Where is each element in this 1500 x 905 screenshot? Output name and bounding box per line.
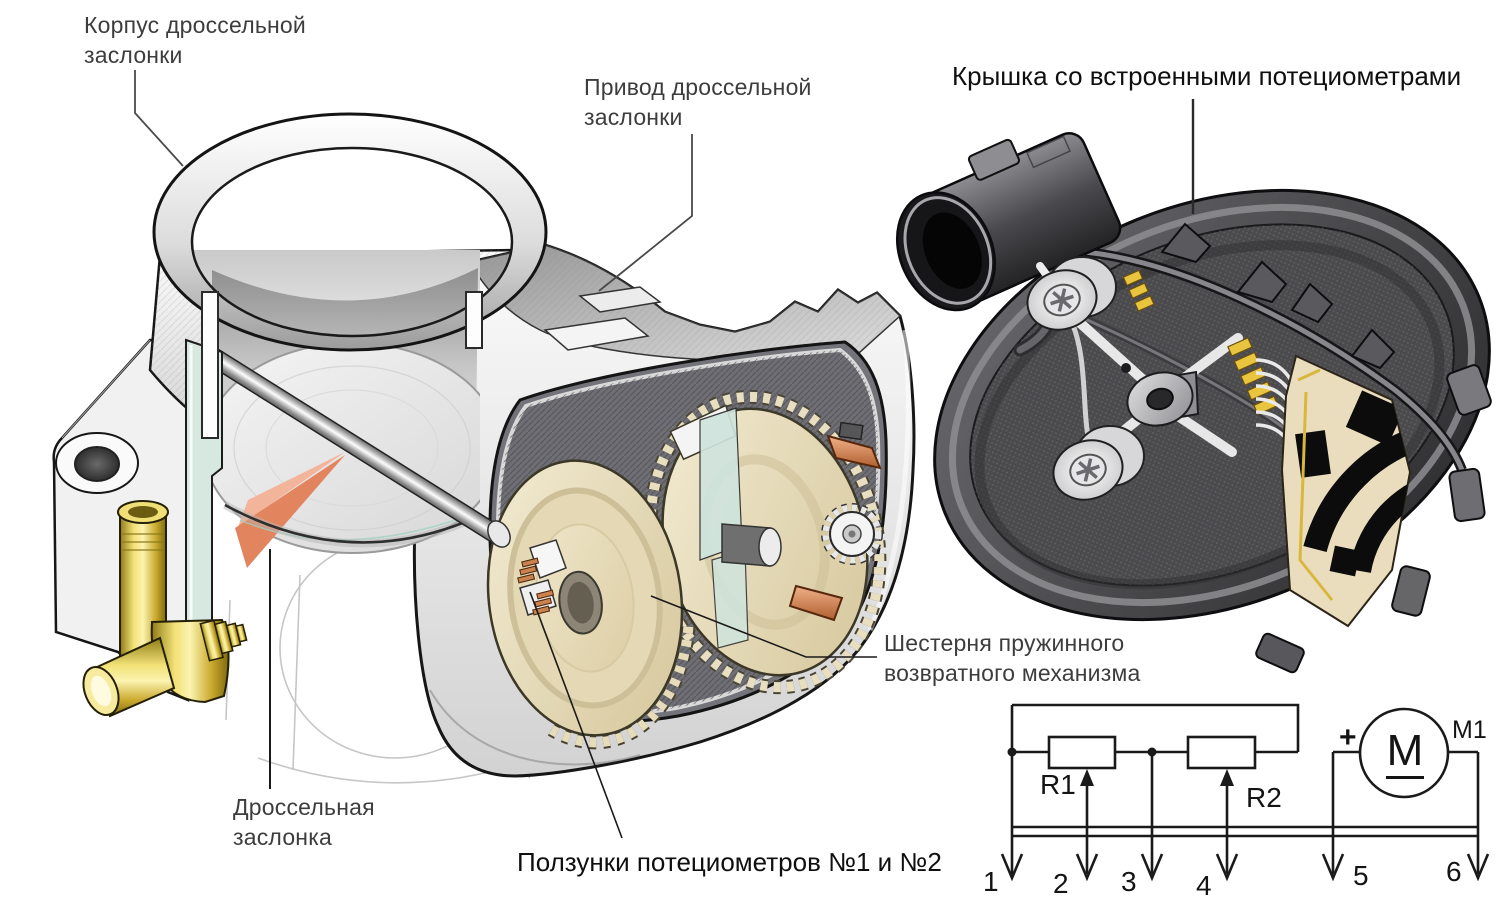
- label-return-spring-gear: Шестерня пружинного возвратного механизм…: [884, 630, 1141, 687]
- resistor-r2: [1186, 735, 1257, 770]
- leader-throttle-body: [134, 70, 184, 167]
- resistor-r1: [1047, 735, 1117, 770]
- copper-terminals: [788, 421, 882, 622]
- cover-interior: [1026, 256, 1412, 628]
- ground-bus: [1012, 825, 1478, 838]
- terminal-5-label: 5: [1353, 860, 1369, 891]
- resistor-r1-label: R1: [1040, 769, 1076, 800]
- throttle-plate-highlight: [238, 452, 345, 527]
- throttle-body-illustration: [52, 112, 916, 784]
- leader-return-spring-gear: [650, 595, 877, 658]
- wire-top-loop: [1012, 703, 1300, 752]
- section-cut-edge: [465, 291, 483, 349]
- torx-screw: [1026, 256, 1117, 331]
- housing-step-boss: [543, 317, 650, 351]
- motor-plus-sign: +: [1339, 721, 1357, 754]
- terminal-1-label: 1: [983, 866, 999, 897]
- leader-wipers: [529, 591, 623, 839]
- center-boss: [1121, 363, 1200, 427]
- leader-throttle-drive: [598, 134, 693, 292]
- wiper-gear: [486, 459, 696, 750]
- terminal-arrowheads: [1000, 853, 1490, 882]
- label-throttle-drive: Привод дроссельной заслонки: [584, 74, 812, 131]
- label-potentiometer-wipers: Ползунки потециометров №1 и №2: [517, 847, 942, 877]
- junction-dot: [1007, 747, 1017, 757]
- leader-lines: [134, 70, 1195, 839]
- motor-pinion-gear: [821, 503, 883, 565]
- bore-rim: [152, 112, 548, 352]
- cover-illustration: [895, 132, 1492, 674]
- motor-designation: M1: [1452, 716, 1487, 744]
- wiper-arrowhead: [1080, 769, 1094, 786]
- circuit-schematic: [1000, 703, 1490, 882]
- connector-socket: [895, 132, 1122, 312]
- seal-segment-teal: [711, 549, 749, 649]
- torx-screw: [1052, 425, 1145, 501]
- connector-latch-tab: [967, 138, 1020, 181]
- brass-hose-fitting: [82, 500, 248, 718]
- label-cover: Крышка со встроенными потециометрами: [952, 61, 1462, 91]
- resistor-r2-label: R2: [1246, 782, 1282, 813]
- ribbed-nipple: [199, 619, 248, 662]
- terminal-4-label: 4: [1196, 870, 1212, 901]
- motor-symbol: M: [1386, 726, 1424, 779]
- cover-clips: [1160, 222, 1492, 674]
- bolt-hole: [74, 446, 120, 482]
- terminal-6-label: 6: [1446, 856, 1462, 887]
- throttle-plate-edge: [235, 455, 345, 568]
- motor-circle: [1358, 707, 1450, 799]
- potentiometer-wipers: [517, 539, 567, 616]
- section-cut-edge: [201, 291, 219, 439]
- label-throttle-valve: Дроссельная заслонка: [233, 794, 375, 851]
- label-throttle-body: Корпус дроссельной заслонки: [84, 12, 306, 69]
- terminal-3-label: 3: [1121, 866, 1137, 897]
- gear-hub-shaft: [721, 523, 782, 567]
- housing-step-boss: [578, 286, 662, 313]
- wiper-arrowhead: [1220, 769, 1234, 786]
- terminal-2-label: 2: [1053, 868, 1069, 899]
